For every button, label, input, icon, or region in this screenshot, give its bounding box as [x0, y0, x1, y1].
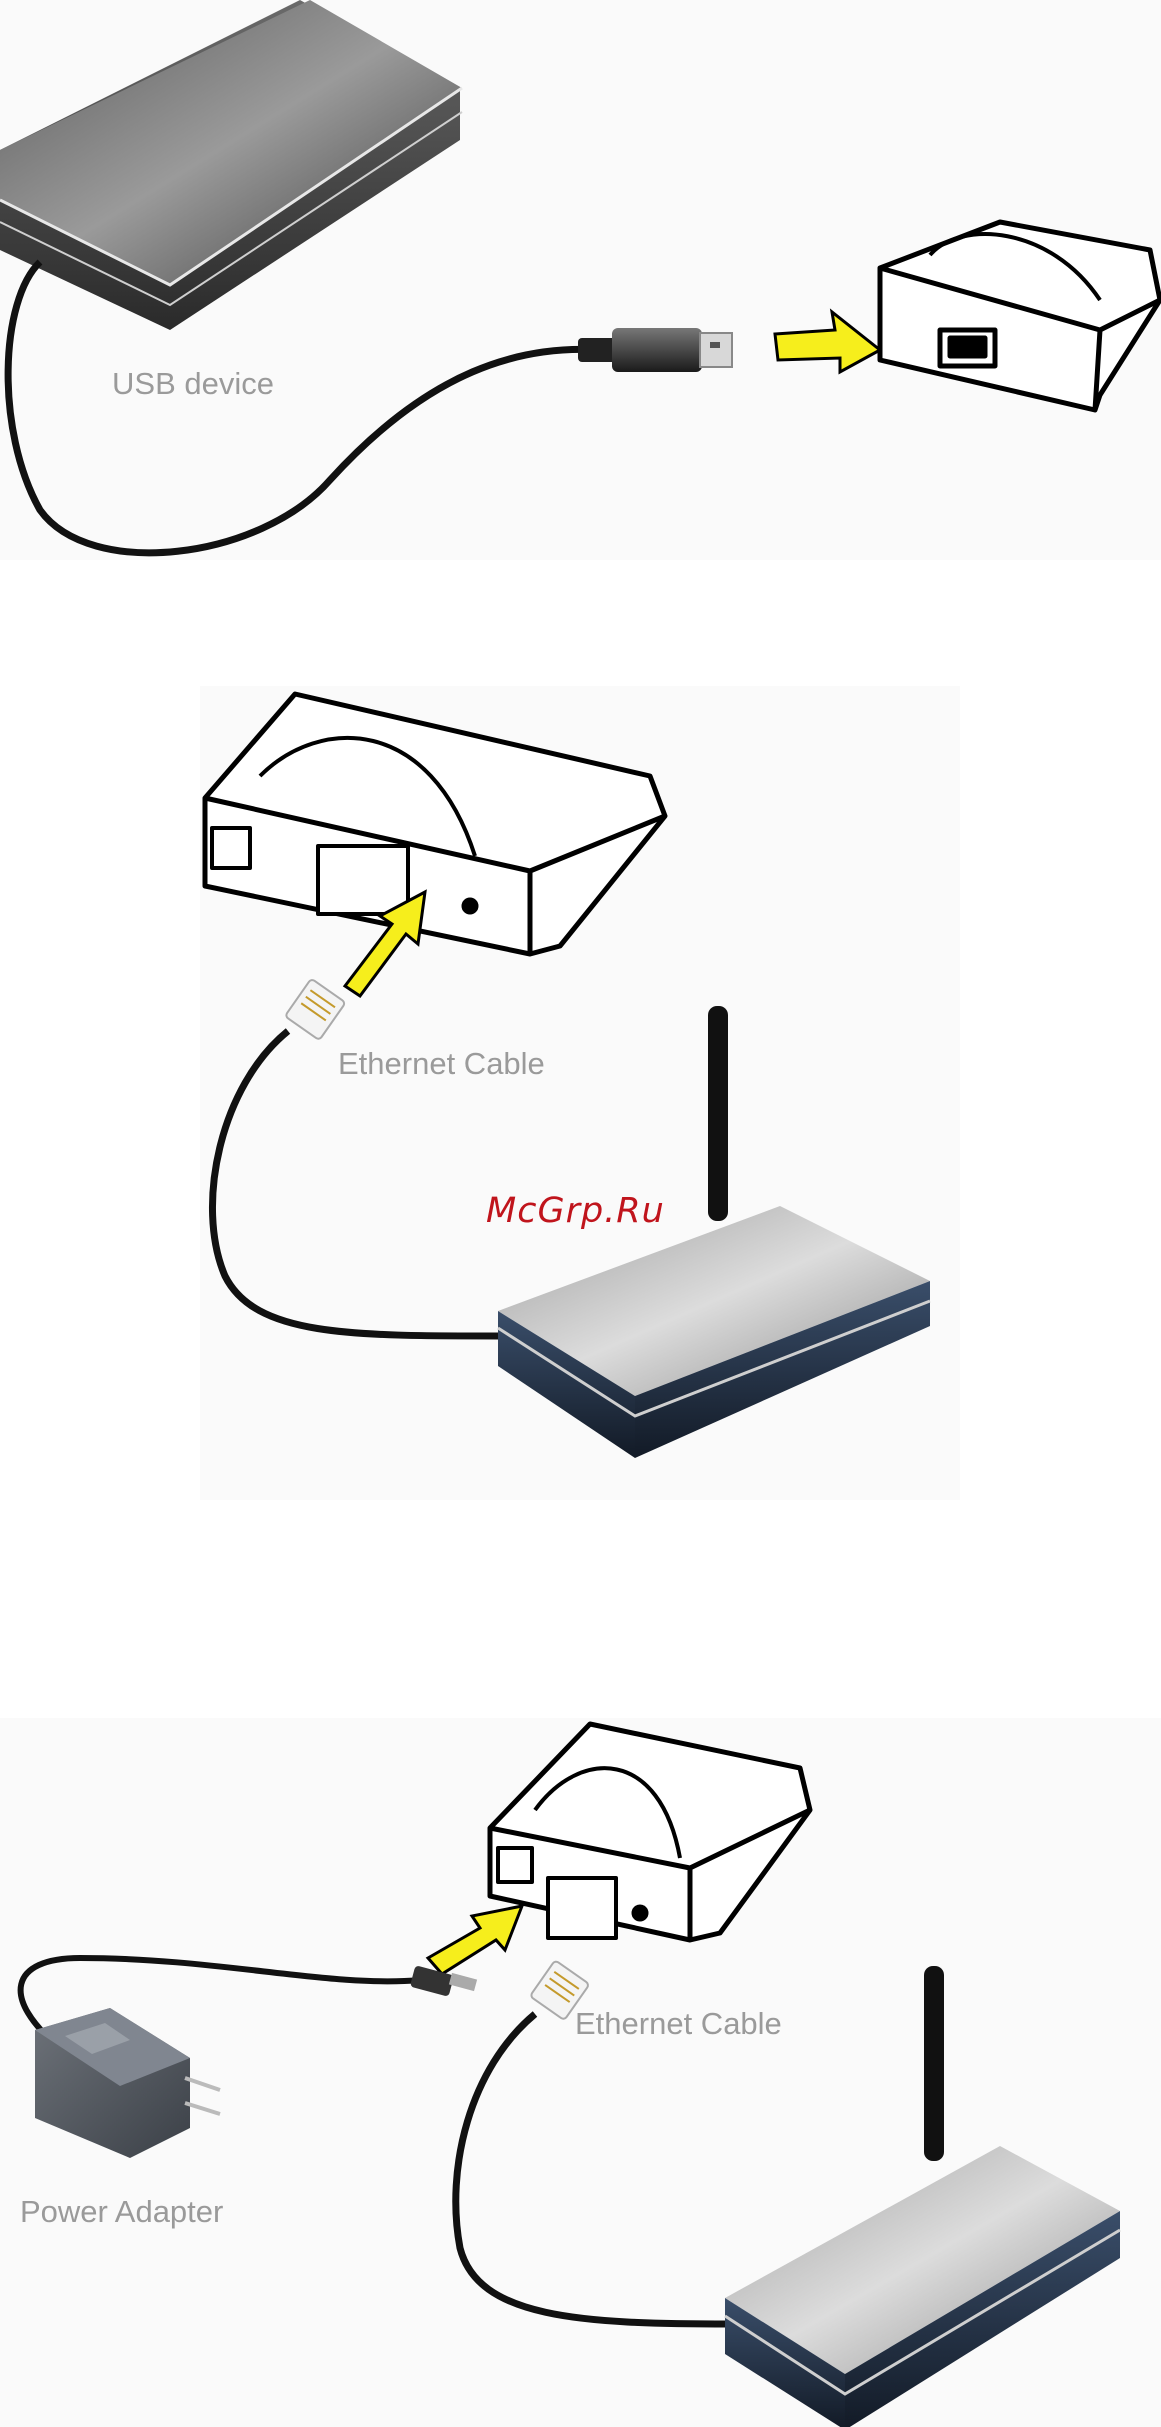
panel-ethernet-connection: Ethernet Cable — [200, 686, 960, 1500]
insert-arrow — [775, 312, 880, 372]
panel-usb-connection: USB device — [0, 0, 1161, 560]
usb-cable — [8, 262, 600, 553]
ethernet-cable-label: Ethernet Cable — [338, 1046, 545, 1082]
power-adapter — [35, 2008, 220, 2158]
insert-arrow — [428, 1906, 522, 1974]
print-server — [880, 222, 1160, 410]
watermark-text: McGrp.Ru — [486, 1191, 665, 1231]
usb-hard-drive — [0, 0, 462, 330]
power-adapter-label: Power Adapter — [20, 2194, 223, 2230]
router — [725, 2146, 1120, 2427]
print-server — [205, 694, 665, 954]
antenna — [924, 1966, 944, 2161]
rj45-plug — [285, 979, 346, 1041]
ethernet-connection-illustration — [200, 686, 960, 1500]
usb-connection-illustration — [0, 0, 1161, 560]
ethernet-cable-label: Ethernet Cable — [575, 2006, 782, 2042]
panel-power-connection: Ethernet Cable Power Adapter — [0, 1718, 1161, 2427]
power-connection-illustration — [0, 1718, 1161, 2427]
usb-plug — [578, 328, 732, 372]
print-server — [490, 1724, 810, 1940]
router — [498, 1206, 930, 1458]
usb-device-label: USB device — [112, 366, 274, 402]
ethernet-cable — [456, 2014, 730, 2324]
antenna — [708, 1006, 728, 1221]
